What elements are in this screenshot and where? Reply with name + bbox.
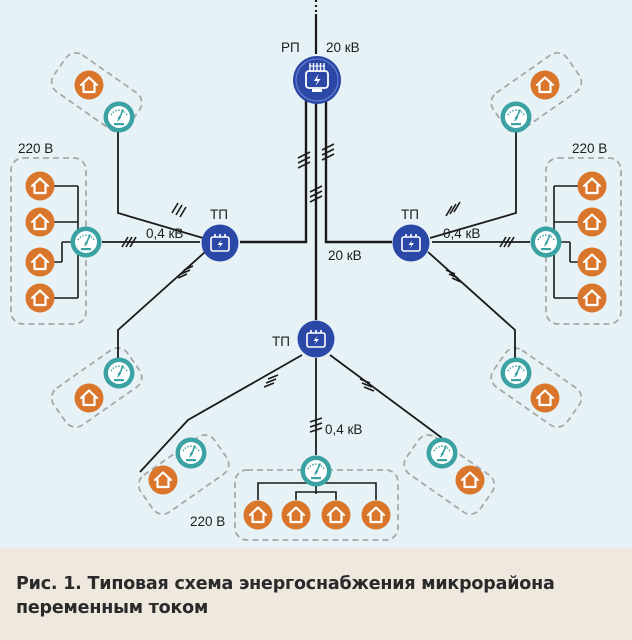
left-transformer-substation-icon bbox=[201, 224, 239, 262]
meter-icon bbox=[175, 437, 207, 469]
house-icon bbox=[281, 500, 311, 530]
phase-marker bbox=[321, 143, 335, 161]
tp-label-left: ТП bbox=[210, 207, 228, 222]
line-bottom-tp-to-left-meter bbox=[139, 354, 303, 473]
tp-label-right: ТП bbox=[401, 207, 419, 222]
voltage-label-220v-bottom: 220 В bbox=[190, 514, 225, 529]
consumer-group-outlines bbox=[10, 51, 622, 541]
feeder-20kv-right bbox=[324, 100, 392, 244]
house-icon bbox=[25, 283, 55, 313]
line-right-tp-to-top-meter bbox=[429, 132, 517, 239]
meter-icon bbox=[70, 226, 102, 258]
group-outline-bottom-right-single bbox=[403, 434, 496, 516]
house-icon bbox=[25, 247, 55, 277]
voltage-label-04kv-left: 0,4 кВ bbox=[146, 226, 183, 241]
voltage-label-04kv-right: 0,4 кВ bbox=[443, 226, 480, 241]
house-icon bbox=[577, 171, 607, 201]
feeder-20kv-left bbox=[240, 100, 308, 244]
line-left-tp-to-top-meter bbox=[117, 132, 204, 239]
meter-icon bbox=[103, 357, 135, 389]
house-icon bbox=[361, 500, 391, 530]
group-outline-top-right-single bbox=[490, 51, 583, 133]
voltage-label-20kv-top: 20 кВ bbox=[326, 40, 360, 55]
group-outline-mid-left-single bbox=[50, 347, 143, 429]
house-icon bbox=[148, 465, 178, 495]
voltage-label-20kv-right: 20 кВ bbox=[328, 248, 362, 263]
meter-icon bbox=[500, 357, 532, 389]
house-icon bbox=[577, 247, 607, 277]
voltage-label-220v-left: 220 В bbox=[18, 141, 53, 156]
group-outline-bottom-multi bbox=[234, 469, 399, 541]
house-icon bbox=[74, 70, 104, 100]
meter-icon bbox=[300, 455, 332, 487]
distribution-substation-icon bbox=[292, 55, 342, 105]
group-outline-bottom-left-single bbox=[137, 434, 230, 516]
group-outline-mid-right-single bbox=[490, 347, 583, 429]
house-icon bbox=[243, 500, 273, 530]
phase-marker bbox=[297, 151, 311, 169]
phase-marker bbox=[499, 236, 515, 248]
phase-marker bbox=[171, 202, 187, 218]
meter-icon bbox=[103, 101, 135, 133]
phase-marker bbox=[445, 269, 462, 283]
house-icon bbox=[577, 207, 607, 237]
phase-marker bbox=[445, 201, 461, 217]
house-icon bbox=[530, 70, 560, 100]
voltage-label-04kv-bottom: 0,4 кВ bbox=[325, 422, 362, 437]
line-left-tp-to-lower-meter bbox=[117, 251, 206, 362]
phase-marker bbox=[263, 374, 279, 388]
house-icon bbox=[455, 465, 485, 495]
diagram-labels: РП 20 кВ ТП 0,4 кВ ТП 0,4 кВ 20 кВ ТП 0,… bbox=[18, 40, 607, 529]
phase-marker bbox=[309, 185, 323, 203]
phase-marker bbox=[121, 236, 137, 248]
house-icon bbox=[530, 383, 560, 413]
house-icon bbox=[321, 500, 351, 530]
house-icon bbox=[25, 171, 55, 201]
phase-marker bbox=[177, 265, 194, 279]
meter-icon bbox=[500, 101, 532, 133]
house-icon bbox=[25, 207, 55, 237]
phase-marker bbox=[309, 417, 323, 433]
diagram-canvas: РП 20 кВ ТП 0,4 кВ ТП 0,4 кВ 20 кВ ТП 0,… bbox=[10, 0, 622, 541]
voltage-label-220v-right: 220 В bbox=[572, 141, 607, 156]
line-right-tp-to-lower-meter bbox=[427, 251, 516, 362]
house-icon bbox=[577, 283, 607, 313]
phase-marker bbox=[359, 378, 375, 392]
line-bottom-tp-to-right-meter bbox=[329, 354, 443, 439]
right-transformer-substation-icon bbox=[392, 224, 430, 262]
figure-caption: Рис. 1. Типовая схема энергоснабжения ми… bbox=[0, 548, 632, 640]
tp-label-bottom: ТП bbox=[272, 334, 290, 349]
meter-icon bbox=[530, 226, 562, 258]
power-lines bbox=[40, 0, 592, 500]
power-supply-diagram: РП 20 кВ ТП 0,4 кВ ТП 0,4 кВ 20 кВ ТП 0,… bbox=[0, 0, 632, 548]
bottom-transformer-substation-icon bbox=[297, 320, 335, 358]
phase-markers bbox=[121, 143, 515, 433]
rp-label: РП bbox=[281, 40, 300, 55]
meter-icon bbox=[426, 437, 458, 469]
house-icon bbox=[74, 383, 104, 413]
